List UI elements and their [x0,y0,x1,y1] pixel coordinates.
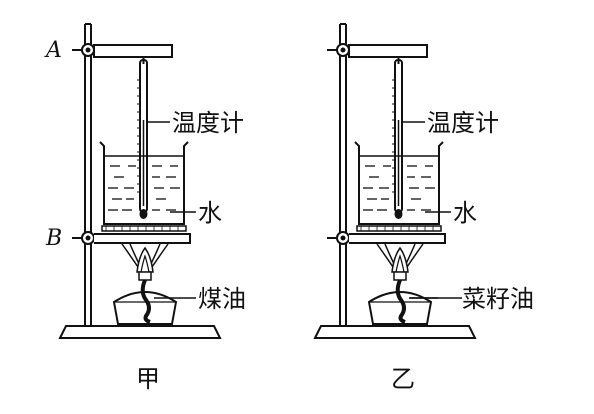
apparatus-left: A B 温度计 水 煤油 甲 [44,22,246,393]
apparatus-right: 温度计 水 菜籽油 乙 [313,22,550,393]
thermometer-label-left: 温度计 [172,109,244,137]
point-a-label: A [44,38,62,63]
fuel-label-right: 菜籽油 [462,285,534,313]
thermometer-label-right: 温度计 [427,109,499,137]
water-label-left: 水 [198,199,222,227]
point-b-label: B [45,226,62,251]
caption-right: 乙 [391,365,415,393]
water-label-right: 水 [453,199,477,227]
caption-left: 甲 [136,365,160,393]
fuel-label-left: 煤油 [198,285,246,313]
